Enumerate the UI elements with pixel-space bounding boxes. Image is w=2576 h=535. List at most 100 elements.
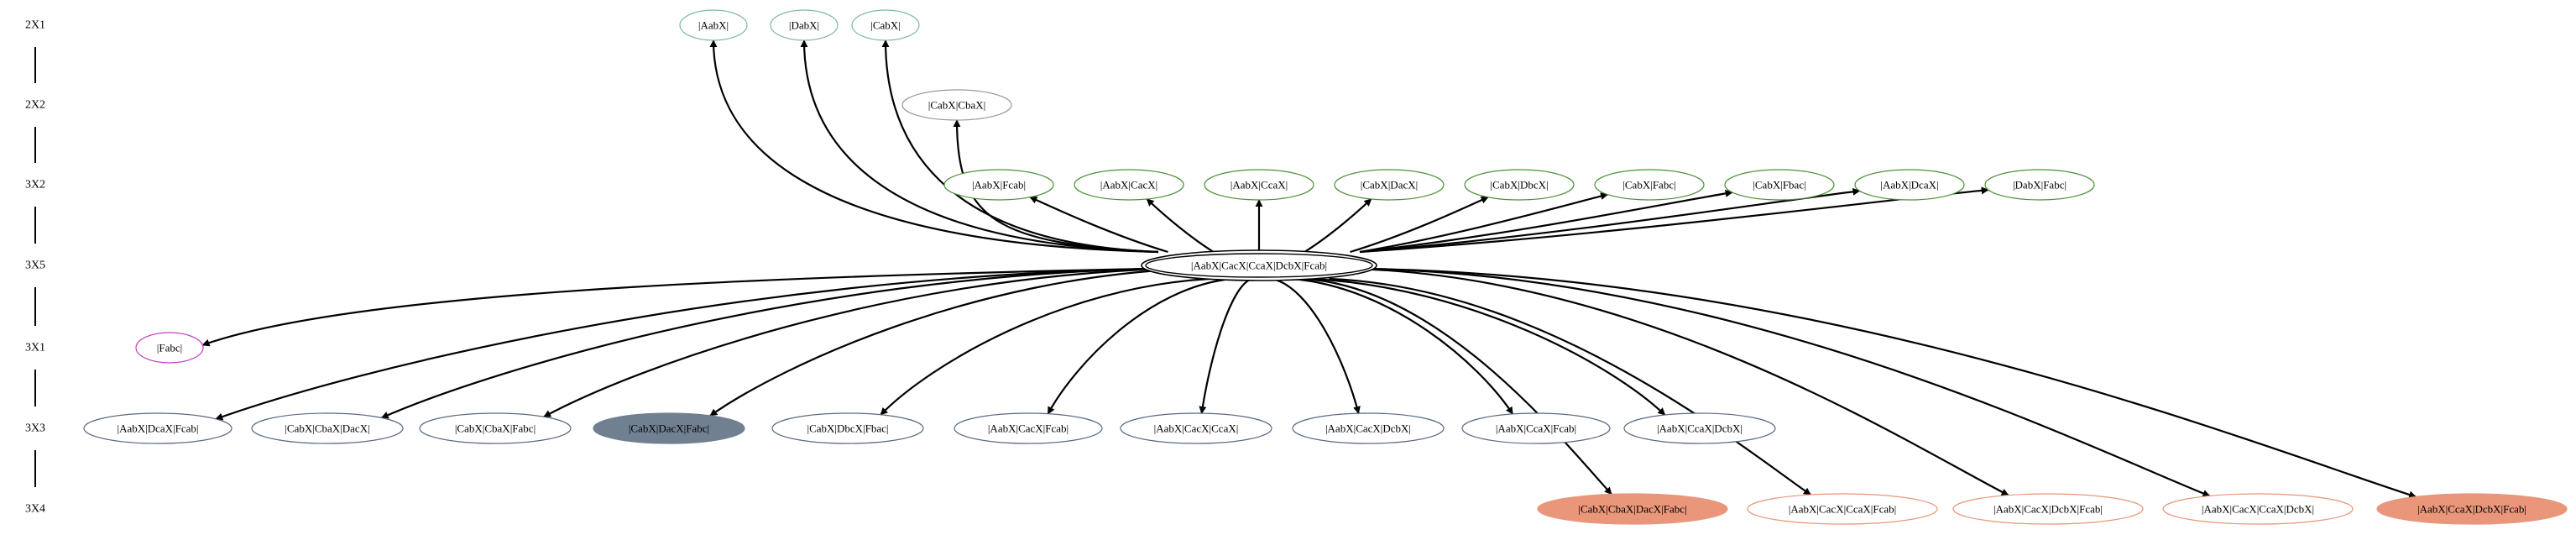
- node-label: |CabX|DbcX|: [1490, 179, 1548, 191]
- node-label: |AabX|CacX|CcaX|DcbX|: [2202, 503, 2314, 516]
- edge-to-aabx-fcab: [1029, 196, 1168, 254]
- node-label: |CabX|CbaX|DacX|Fabc|: [1578, 503, 1686, 516]
- node-cabx-cbax-fabc[interactable]: |CabX|CbaX|Fabc|: [419, 412, 572, 444]
- node-shape: [943, 169, 1054, 201]
- node-shape: [1292, 412, 1445, 444]
- edges: [201, 39, 2417, 499]
- node-cabx-cbax-dacx-fabc[interactable]: |CabX|CbaX|DacX|Fabc|: [1537, 493, 1728, 525]
- node-shape: [1854, 169, 1965, 201]
- node-label: |CabX|DbcX|Fbac|: [807, 422, 888, 435]
- node-shape: [1594, 169, 1705, 201]
- edge-to-cabx-dacx: [1304, 198, 1372, 253]
- node-center[interactable]: |AabX|CacX|CcaX|DcbX|Fcab|: [1141, 249, 1377, 281]
- node-center-label: |AabX|CacX|CcaX|DcbX|Fcab|: [1191, 260, 1327, 272]
- edge-to-cabx-fabc: [1359, 192, 1609, 254]
- node-cabx-dacx-fabc[interactable]: |CabX|DacX|Fabc|: [593, 412, 745, 444]
- node-label: |CabX|Fbac|: [1753, 179, 1805, 191]
- edge-to-aabx-cacx-ccax-fcab: [1329, 277, 1811, 496]
- node-cabx-cbax[interactable]: |CabX|CbaX|: [901, 89, 1012, 121]
- node-shape: [851, 9, 920, 41]
- node-shape: [1984, 169, 2095, 201]
- edge-to-aabx-dcax-fcab: [215, 267, 1151, 421]
- node-aabx-dcax-fcab[interactable]: |AabX|DcaX|Fcab|: [83, 412, 233, 444]
- rank-label-3x3: 3X3: [25, 422, 45, 435]
- node-label: |AabX|CacX|DcbX|Fcab|: [1993, 503, 2103, 516]
- node-aabx-cacx-ccax-fcab[interactable]: |AabX|CacX|CcaX|Fcab|: [1747, 493, 1938, 525]
- node-aabx-cacx-dcbx[interactable]: |AabX|CacX|DcbX|: [1292, 412, 1445, 444]
- node-shape: [1747, 493, 1938, 525]
- node-cabx-dacx[interactable]: |CabX|DacX|: [1334, 169, 1445, 201]
- node-cabx-fbac[interactable]: |CabX|Fbac|: [1724, 169, 1835, 201]
- rank-label-2x1: 2X1: [25, 19, 45, 32]
- node-label: |AabX|CacX|DcbX|: [1325, 422, 1411, 435]
- edge-to-aabx-cacx: [1146, 198, 1215, 253]
- node-label: |DabX|: [789, 19, 819, 32]
- node-label: |AabX|Fcab|: [972, 179, 1026, 191]
- edge-to-aabx-ccax-fcab: [1292, 277, 1514, 415]
- edge-to-cabx-cbax: [953, 119, 1159, 254]
- node-label: |AabX|CcaX|DcbX|Fcab|: [2417, 503, 2526, 516]
- edge-to-cabx-dbcx-fbac: [880, 277, 1210, 416]
- node-aabx-cacx-fcab[interactable]: |AabX|CacX|Fcab|: [954, 412, 1103, 444]
- node-cabx-cbax-dacx[interactable]: |CabX|CbaX|DacX|: [251, 412, 404, 444]
- rank-label-3x5: 3X5: [25, 260, 45, 272]
- node-aabx-ccax[interactable]: |AabX|CcaX|: [1204, 169, 1314, 201]
- node-aabx-fcab[interactable]: |AabX|Fcab|: [943, 169, 1054, 201]
- node-shape: [1074, 169, 1184, 201]
- edge-to-cabx-fbac: [1359, 189, 1733, 254]
- edge-to-aabx: [709, 39, 1159, 254]
- node-aabx-cacx-ccax[interactable]: |AabX|CacX|CcaX|: [1120, 412, 1272, 444]
- node-shape: [2162, 493, 2354, 525]
- node-cabx-fabc[interactable]: |CabX|Fabc|: [1594, 169, 1705, 201]
- node-label: |CabX|Fabc|: [1622, 179, 1675, 191]
- node-fabc[interactable]: |Fabc|: [135, 332, 204, 364]
- node-shape: [771, 412, 924, 444]
- node-aabx-ccax-dcbx-fcab[interactable]: |AabX|CcaX|DcbX|Fcab|: [2376, 493, 2568, 525]
- node-label: |Fabc|: [157, 342, 182, 354]
- edge-to-dabx: [800, 39, 1159, 254]
- node-shape: [83, 412, 233, 444]
- node-label: |AabX|CacX|: [1100, 179, 1157, 191]
- node-label: |AabX|CcaX|Fcab|: [1496, 422, 1576, 435]
- node-shape: [419, 412, 572, 444]
- edge-to-cabx-cbax-fabc: [543, 267, 1168, 418]
- node-aabx[interactable]: |AabX|: [679, 9, 748, 41]
- node-shape: [251, 412, 404, 444]
- node-label: |AabX|CcaX|: [1231, 179, 1288, 191]
- node-aabx-dcax[interactable]: |AabX|DcaX|: [1854, 169, 1965, 201]
- node-center-inner-ring: [1145, 253, 1373, 278]
- node-label: |AabX|CacX|CcaX|: [1154, 422, 1239, 435]
- node-shape: [1952, 493, 2144, 525]
- node-shape: [1537, 493, 1728, 525]
- node-shape: [2376, 493, 2568, 525]
- rank-label-3x2: 3X2: [25, 179, 45, 191]
- node-shape: [1623, 412, 1776, 444]
- node-shape: [679, 9, 748, 41]
- node-aabx-cacx-dcbx-fcab[interactable]: |AabX|CacX|DcbX|Fcab|: [1952, 493, 2144, 525]
- node-shape: [1334, 169, 1445, 201]
- node-aabx-ccax-fcab[interactable]: |AabX|CcaX|Fcab|: [1461, 412, 1611, 444]
- node-aabx-ccax-dcbx[interactable]: |AabX|CcaX|DcbX|: [1623, 412, 1776, 444]
- node-shape: [1204, 169, 1314, 201]
- edge-to-aabx-cacx-fcab: [1047, 277, 1232, 415]
- node-shape: [1464, 169, 1575, 201]
- node-cabx[interactable]: |CabX|: [851, 9, 920, 41]
- node-label: |CabX|DacX|: [1361, 179, 1418, 191]
- edge-to-aabx-cacx-dcbx: [1272, 277, 1361, 415]
- edge-to-cabx: [881, 39, 1159, 254]
- node-aabx-cacx[interactable]: |AabX|CacX|: [1074, 169, 1184, 201]
- node-cabx-dbcx-fbac[interactable]: |CabX|DbcX|Fbac|: [771, 412, 924, 444]
- node-cabx-dbcx[interactable]: |CabX|DbcX|: [1464, 169, 1575, 201]
- node-shape: [1724, 169, 1835, 201]
- node-dabx-fabc[interactable]: |DabX|Fabc|: [1984, 169, 2095, 201]
- node-aabx-cacx-ccax-dcbx[interactable]: |AabX|CacX|CcaX|DcbX|: [2162, 493, 2354, 525]
- node-label: |CabX|CbaX|: [928, 99, 985, 112]
- node-dabx[interactable]: |DabX|: [770, 9, 839, 41]
- node-shape: [770, 9, 839, 41]
- edge-to-cabx-cbax-dacx: [380, 267, 1151, 419]
- node-label: |AabX|CcaX|DcbX|: [1657, 422, 1743, 435]
- node-label: |AabX|CacX|CcaX|Fcab|: [1789, 503, 1897, 516]
- rank-label-3x4: 3X4: [25, 503, 45, 516]
- node-label: |AabX|: [698, 19, 729, 32]
